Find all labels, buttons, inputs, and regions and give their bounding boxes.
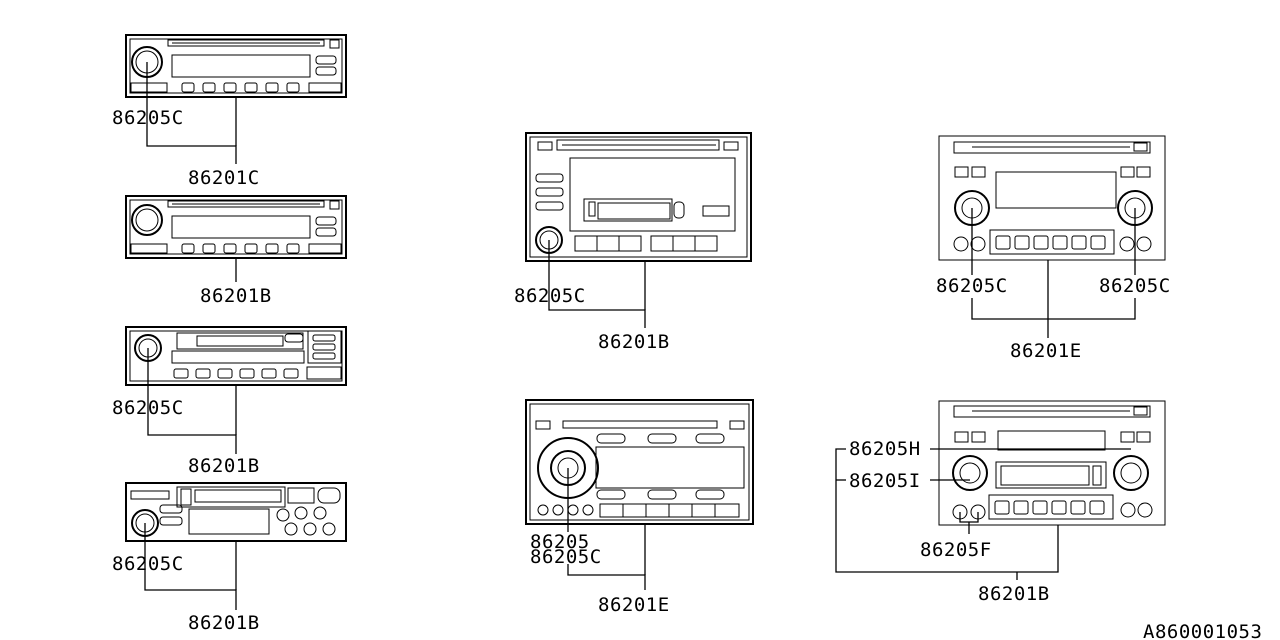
- label-86205-r6: 86205: [530, 531, 590, 553]
- label-86201B-r8: 86201B: [978, 583, 1050, 605]
- label-86201B-r2: 86201B: [200, 285, 272, 307]
- label-86205C-r7-right: 86205C: [1099, 275, 1171, 297]
- label-86201B-r3: 86201B: [188, 455, 260, 477]
- label-86201E-r7: 86201E: [1010, 340, 1082, 362]
- label-86201B-r5: 86201B: [598, 331, 670, 353]
- radio-unit-86201B-r5: [525, 132, 752, 262]
- radio-unit-86201B-r8: [938, 400, 1166, 526]
- label-86205C-r7-left: 86205C: [936, 275, 1008, 297]
- radio-unit-86201B-r4: [125, 482, 347, 542]
- label-86205C-r6: 86205C: [530, 546, 602, 568]
- label-86205C-r5: 86205C: [514, 285, 586, 307]
- label-86201C-r1: 86201C: [188, 167, 260, 189]
- label-86205I-r8: 86205I: [849, 470, 921, 492]
- label-86205C-r4: 86205C: [112, 553, 184, 575]
- label-86201E-r6: 86201E: [598, 594, 670, 616]
- label-86205C-r3: 86205C: [112, 397, 184, 419]
- figure-id: A860001053: [1143, 621, 1262, 640]
- label-86201B-r4: 86201B: [188, 612, 260, 634]
- radio-unit-86201C: [125, 34, 347, 98]
- label-86205F-r8: 86205F: [920, 539, 992, 561]
- label-86205C-r1: 86205C: [112, 107, 184, 129]
- radio-unit-86201B-r2: [125, 195, 347, 259]
- radio-unit-86201E-r6: [525, 399, 754, 525]
- radio-unit-86201E-r7: [938, 135, 1166, 261]
- radio-unit-86201B-r3: [125, 326, 347, 386]
- label-86205H-r8: 86205H: [849, 438, 921, 460]
